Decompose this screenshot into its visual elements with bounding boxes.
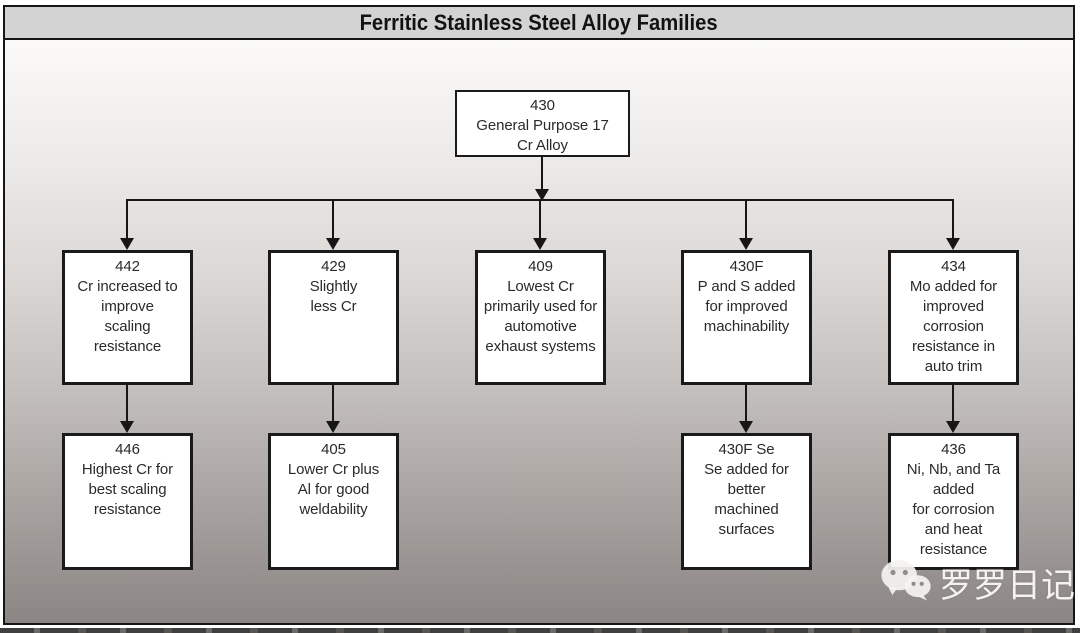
connector-drop-442-line xyxy=(126,201,128,238)
connector-root-line xyxy=(541,157,543,189)
node-code: 429 xyxy=(321,258,346,275)
node-desc: Lowest Cr primarily used for automotive … xyxy=(483,278,598,355)
node-code: 430 xyxy=(530,97,555,114)
connector-434-436-arrowhead xyxy=(946,421,960,433)
node-desc: Mo added for improved corrosion resistan… xyxy=(909,278,998,375)
connector-429-405-arrowhead xyxy=(326,421,340,433)
node-429: 429 Slightly less Cr xyxy=(268,250,399,385)
connector-442-446-arrowhead xyxy=(120,421,134,433)
node-code: 409 xyxy=(528,258,553,275)
wechat-icon xyxy=(880,558,932,607)
node-code: 430F Se xyxy=(718,441,775,458)
connector-drop-430f-arrowhead xyxy=(739,238,753,250)
connector-root-arrowhead xyxy=(535,189,549,201)
node-code: 434 xyxy=(941,258,966,275)
node-430: 430 General Purpose 17 Cr Alloy xyxy=(455,90,630,157)
node-desc: Highest Cr for best scaling resistance xyxy=(81,461,174,518)
node-430f: 430F P and S added for improved machinab… xyxy=(681,250,812,385)
connector-drop-434-arrowhead xyxy=(946,238,960,250)
node-446: 446 Highest Cr for best scaling resistan… xyxy=(62,433,193,570)
node-desc: Cr increased to improve scaling resistan… xyxy=(77,278,178,355)
node-409: 409 Lowest Cr primarily used for automot… xyxy=(475,250,606,385)
connector-drop-409-line xyxy=(539,201,541,238)
node-desc: Se added for better machined surfaces xyxy=(704,461,789,538)
diagram-title: Ferritic Stainless Steel Alloy Families xyxy=(359,9,719,35)
node-434: 434 Mo added for improved corrosion resi… xyxy=(888,250,1019,385)
connector-drop-430f-line xyxy=(745,201,747,238)
connector-430f-430fse-arrowhead xyxy=(739,421,753,433)
connector-430f-430fse-line xyxy=(745,385,747,421)
watermark: 罗罗日记 xyxy=(880,558,1075,607)
connector-drop-409-arrowhead xyxy=(533,238,547,250)
connector-429-405-line xyxy=(332,385,334,421)
connector-drop-429-arrowhead xyxy=(326,238,340,250)
connector-434-436-line xyxy=(952,385,954,421)
node-desc: General Purpose 17 Cr Alloy xyxy=(476,117,609,154)
diagram-frame: Ferritic Stainless Steel Alloy Families … xyxy=(3,5,1075,625)
connector-drop-434-line xyxy=(952,201,954,238)
node-430f-se: 430F Se Se added for better machined sur… xyxy=(681,433,812,570)
diagram-title-bar: Ferritic Stainless Steel Alloy Families xyxy=(5,7,1073,40)
connector-442-446-line xyxy=(126,385,128,421)
node-desc: Slightly less Cr xyxy=(309,278,358,315)
connector-bus-line xyxy=(126,199,954,201)
connector-drop-442-arrowhead xyxy=(120,238,134,250)
node-405: 405 Lower Cr plus Al for good weldabilit… xyxy=(268,433,399,570)
node-code: 405 xyxy=(321,441,346,458)
node-442: 442 Cr increased to improve scaling resi… xyxy=(62,250,193,385)
node-436: 436 Ni, Nb, and Ta added for corrosion a… xyxy=(888,433,1019,570)
bottom-crop-strip xyxy=(0,628,1080,633)
node-desc: Lower Cr plus Al for good weldability xyxy=(287,461,380,518)
node-code: 436 xyxy=(941,441,966,458)
watermark-label: 罗罗日记 xyxy=(939,566,1075,606)
node-code: 430F xyxy=(729,258,764,275)
node-code: 442 xyxy=(115,258,140,275)
node-desc: Ni, Nb, and Ta added for corrosion and h… xyxy=(906,461,1001,558)
connector-drop-429-line xyxy=(332,201,334,238)
node-desc: P and S added for improved machinability xyxy=(697,278,796,335)
diagram-canvas: 430 General Purpose 17 Cr Alloy 442 Cr i… xyxy=(5,40,1075,623)
node-code: 446 xyxy=(115,441,140,458)
